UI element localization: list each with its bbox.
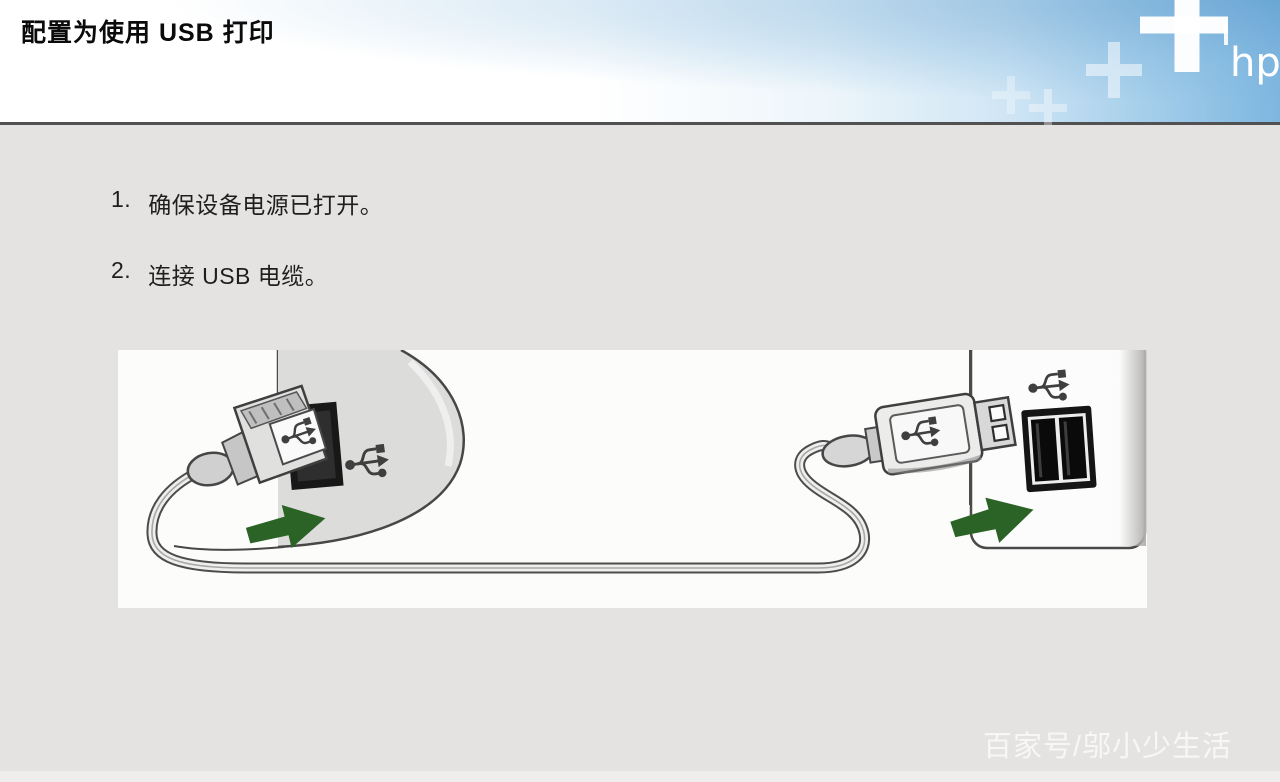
step-2-text: 连接 USB 电缆。 (148, 263, 329, 289)
hp-plus-icon (992, 0, 1228, 125)
wizard-header: 配置为使用 USB 打印 hp (0, 0, 1280, 125)
green-arrow-icon (950, 497, 1034, 543)
step-1-number: 1. (111, 186, 132, 212)
usb-a-plug (821, 392, 1017, 476)
usb-connection-illustration (118, 350, 1147, 608)
usb-connection-drawing (146, 350, 1147, 574)
page-title: 配置为使用 USB 打印 (21, 19, 275, 47)
step-2: 2. 连接 USB 电缆。 (111, 257, 328, 291)
hp-brand-text: hp (1230, 40, 1280, 86)
usb-cable (146, 440, 871, 574)
green-arrow-icon (245, 504, 326, 548)
step-2-number: 2. (111, 257, 132, 283)
watermark: 百家号/邬小少生活 (983, 731, 1233, 763)
usb-b-plug (186, 384, 329, 487)
footer-strip (0, 771, 1280, 782)
step-1-text: 确保设备电源已打开。 (148, 192, 384, 218)
step-1: 1. 确保设备电源已打开。 (111, 186, 383, 220)
hp-logo: hp (992, 0, 1280, 125)
computer-usb-port (1021, 405, 1097, 493)
